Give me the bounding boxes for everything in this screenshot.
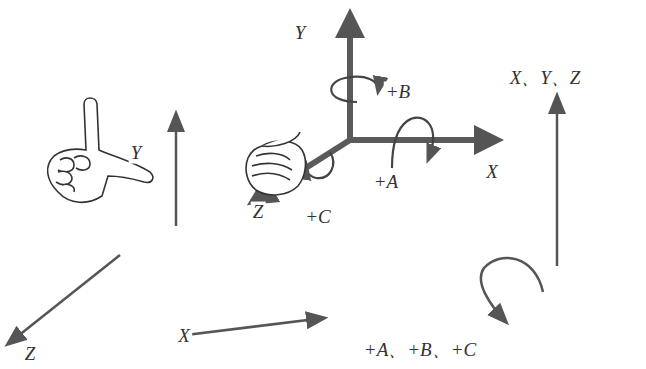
axis-label: +A [372,172,400,193]
axis-label: Z [23,344,38,365]
axis-label: X、Y、Z [508,68,583,89]
fist-sketch [246,132,305,195]
axis-label: +C [303,207,333,228]
axis-label: +B [384,82,412,103]
axis-label: +A、+B、+C [362,340,478,361]
axis-label: Y [129,143,144,164]
axis-label: Z [251,202,266,223]
axis-label: X [484,162,500,183]
direction-arrows [8,96,557,344]
axis-label: Y [293,23,308,44]
rotation-arcs [306,77,433,178]
axis-label: X [176,326,192,347]
left-hand-sketch [48,98,153,202]
